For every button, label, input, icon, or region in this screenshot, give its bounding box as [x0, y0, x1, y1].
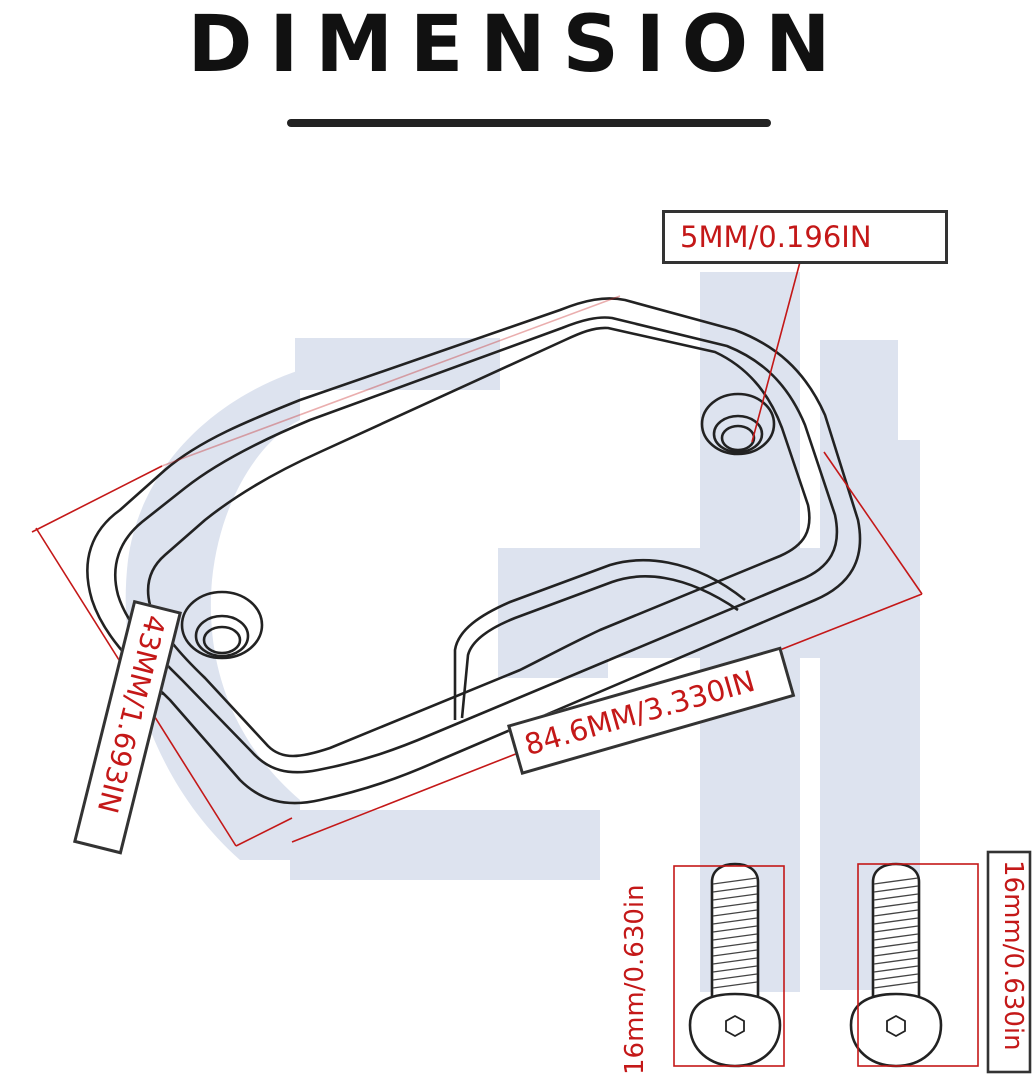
hole-diameter-box [662, 210, 948, 264]
hole-diameter-label: 5MM/0.196IN [680, 220, 872, 254]
screw-left-length-label: 16mm/0.630in [620, 884, 650, 1075]
title-underline [287, 119, 771, 127]
page-title: DIMENSION [187, 0, 848, 90]
screw-right-length-label: 16mm/0.630in [998, 860, 1028, 1051]
